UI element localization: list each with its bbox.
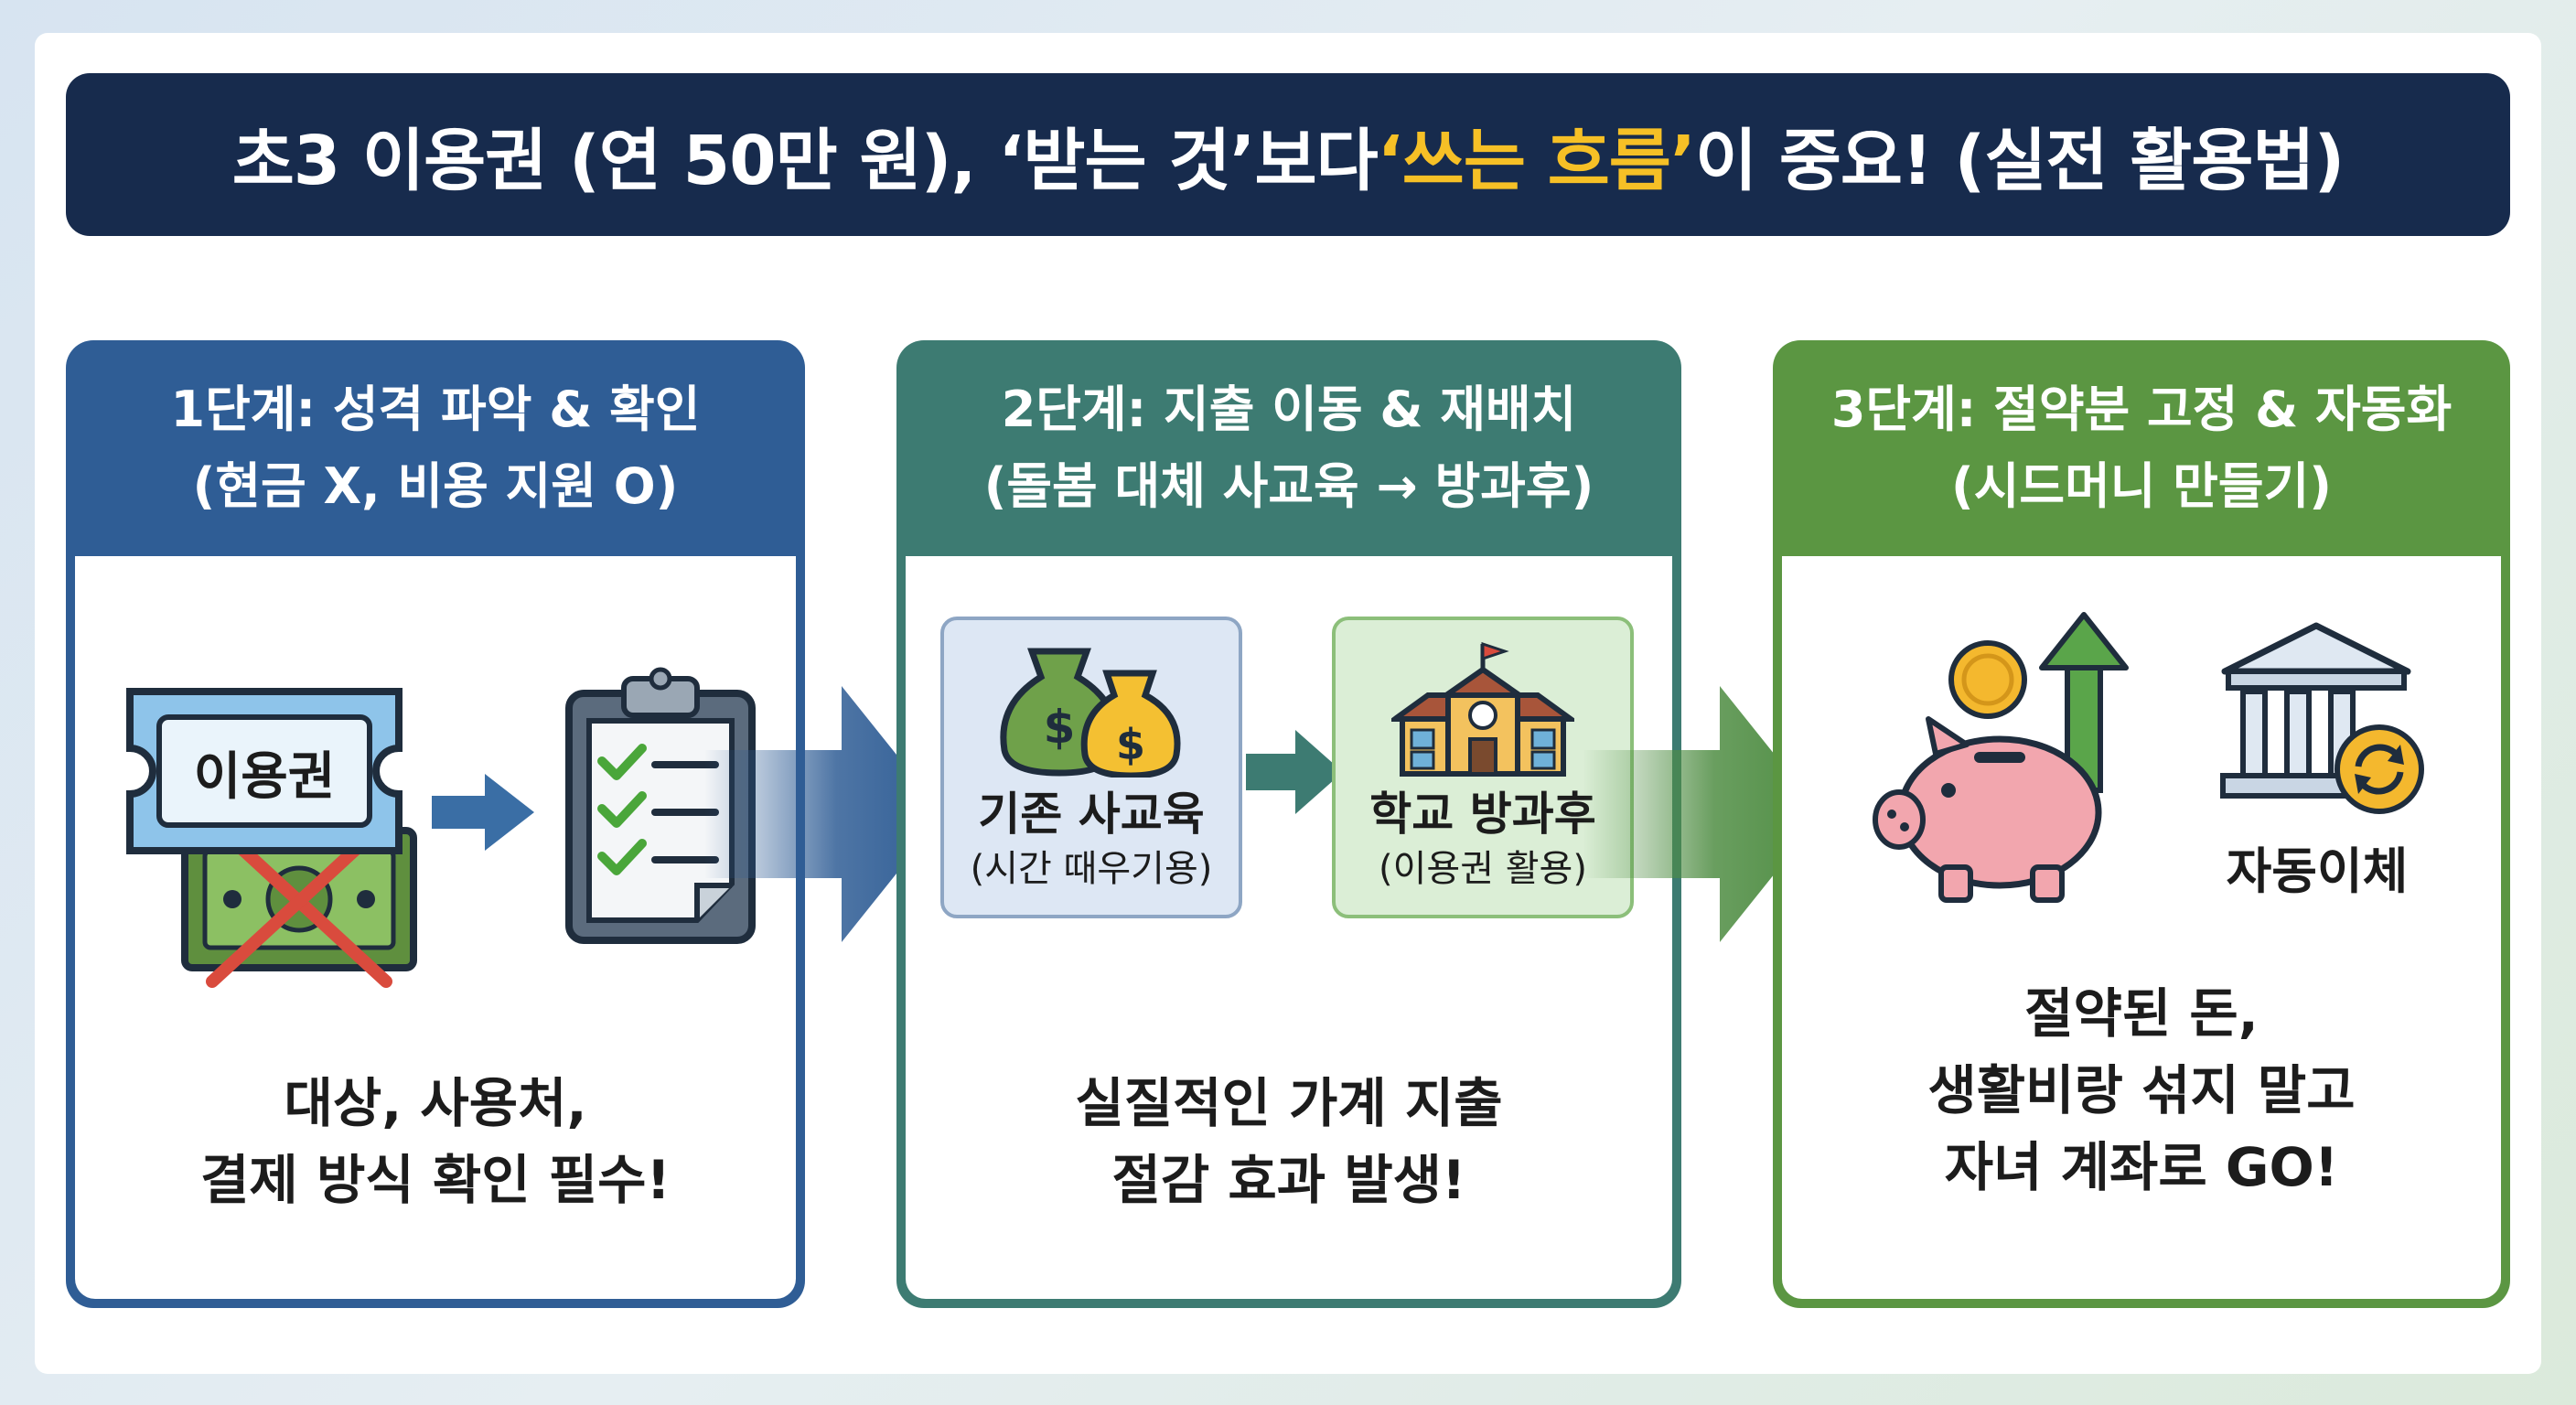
step-3-text: 절약된 돈, 생활비랑 섞지 말고 자녀 계좌로 GO! — [1782, 975, 2501, 1206]
step-1-inner-arrow — [432, 774, 534, 851]
step-1-body: 이용권 대상, 사용처, 결제 방식 확인 필수! — [75, 556, 796, 1299]
step-2-body: $ $ 기존 사교육 (시간 때우기용) — [906, 556, 1672, 1299]
step-3-header: 3단계: 절약분 고정 & 자동화 (시드머니 만들기) — [1773, 340, 2510, 556]
title-text-after: 이 중요! (실전 활용법) — [1694, 121, 2345, 200]
auto-transfer-label: 자동이체 — [2226, 842, 2409, 900]
step-2-inner-arrow — [1246, 730, 1343, 814]
step-1-card: 1단계: 성격 파악 & 확인 (현금 X, 비용 지원 O) 이용권 — [66, 340, 805, 1308]
school-icon — [1391, 641, 1574, 777]
ticket-label: 이용권 — [193, 747, 336, 807]
step-1-heading: 1단계: 성격 파악 & 확인 — [170, 381, 701, 438]
step-3-body: 자동이체 절약된 돈, 생활비랑 섞지 말고 자녀 계좌로 GO! — [1782, 556, 2501, 1299]
step-2-header: 2단계: 지출 이동 & 재배치 (돌봄 대체 사교육 → 방과후) — [896, 340, 1681, 556]
coin-icon — [1948, 640, 2027, 719]
step-3-line-1: 절약된 돈, — [2024, 982, 2259, 1045]
sync-icon — [2334, 724, 2424, 814]
step-2-text: 실질적인 가계 지출 절감 효과 발생! — [906, 1065, 1672, 1218]
ticket-icon — [126, 688, 402, 854]
existing-tutoring-label: 기존 사교육 — [978, 788, 1205, 841]
existing-tutoring-box: $ $ 기존 사교육 (시간 때우기용) — [940, 617, 1242, 918]
school-afterschool-sub: (이용권 활용) — [1379, 848, 1587, 890]
existing-tutoring-sub: (시간 때우기용) — [970, 848, 1213, 890]
page-title: 초3 이용권 (연 50만 원), ‘받는 것’보다 ‘쓰는 흐름’이 중요! … — [66, 73, 2510, 236]
bank-icon — [2220, 622, 2412, 799]
school-afterschool-label: 학교 방과후 — [1369, 788, 1596, 841]
svg-text:$: $ — [1116, 720, 1145, 769]
title-highlight: ‘쓰는 흐름’ — [1377, 121, 1696, 200]
step-3-line-3: 자녀 계좌로 GO! — [1944, 1136, 2339, 1198]
money-bags-icon: $ $ — [1000, 648, 1181, 778]
step-1-subheading: (현금 X, 비용 지원 O) — [192, 457, 679, 515]
flow-arrow-1-2 — [704, 686, 944, 942]
piggy-bank-icon — [1873, 716, 2102, 903]
flow-arrow-2-3 — [1583, 686, 1822, 942]
step-1-header: 1단계: 성격 파악 & 확인 (현금 X, 비용 지원 O) — [66, 340, 805, 556]
step-3-card: 3단계: 절약분 고정 & 자동화 (시드머니 만들기) — [1773, 340, 2510, 1308]
step-3-line-2: 생활비랑 섞지 말고 — [1927, 1059, 2356, 1121]
step-2-line-2: 절감 효과 발생! — [1111, 1149, 1466, 1211]
step-2-subheading: (돌봄 대체 사교육 → 방과후) — [983, 457, 1594, 515]
svg-text:$: $ — [1044, 701, 1076, 754]
step-1-line-1: 대상, 사용처, — [284, 1072, 587, 1134]
step-3-heading: 3단계: 절약분 고정 & 자동화 — [1830, 381, 2453, 438]
step-2-heading: 2단계: 지출 이동 & 재배치 — [1001, 381, 1577, 438]
title-text-before: 초3 이용권 (연 50만 원), ‘받는 것’보다 — [231, 121, 1379, 200]
step-3-subheading: (시드머니 만들기) — [1951, 457, 2332, 515]
step-2-card: 2단계: 지출 이동 & 재배치 (돌봄 대체 사교육 → 방과후) $ $ 기… — [896, 340, 1681, 1308]
step-2-line-1: 실질적인 가계 지출 — [1075, 1072, 1503, 1134]
step-1-text: 대상, 사용처, 결제 방식 확인 필수! — [75, 1065, 796, 1218]
step-1-line-2: 결제 방식 확인 필수! — [200, 1149, 671, 1211]
